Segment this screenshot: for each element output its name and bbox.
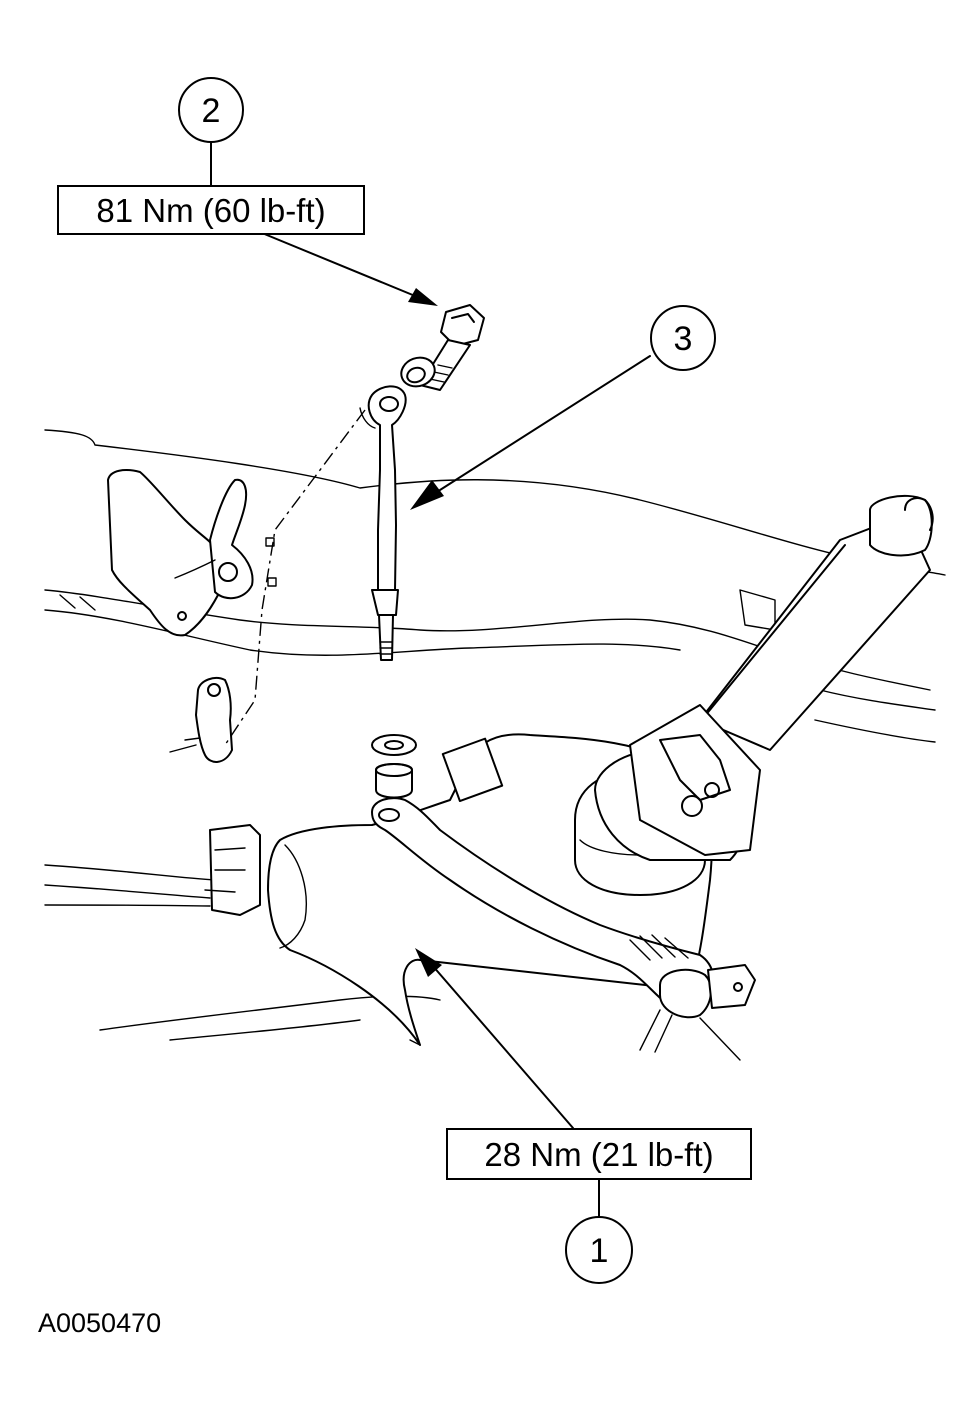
leader-lines <box>210 139 651 1218</box>
torque-box-lower: 28 Nm (21 lb-ft) <box>446 1128 752 1180</box>
arrowhead-lower <box>415 948 442 977</box>
torque-box-upper: 81 Nm (60 lb-ft) <box>57 185 365 235</box>
callout-2-label: 2 <box>202 92 221 130</box>
upper-washer <box>400 356 436 388</box>
callout-2: 2 <box>178 77 244 143</box>
callout-1: 1 <box>565 1216 633 1284</box>
callout-3-label: 3 <box>674 320 693 358</box>
figure-reference: A0050470 <box>38 1308 161 1338</box>
lower-crossmember <box>44 864 441 1046</box>
torque-spec-lower: 28 Nm (21 lb-ft) <box>484 1136 713 1173</box>
stabilizer-link <box>359 385 407 661</box>
arrowhead-upper <box>408 288 438 306</box>
stabilizer-bar <box>371 797 756 1061</box>
shock-absorber <box>574 494 934 896</box>
frame-bracket <box>107 469 254 637</box>
callout-1-label: 1 <box>590 1232 609 1270</box>
assembly-centerline <box>224 409 366 746</box>
crossmember-bracket <box>204 824 261 916</box>
arrowhead-link <box>410 480 444 510</box>
link-clamp <box>169 677 233 763</box>
torque-spec-upper: 81 Nm (60 lb-ft) <box>96 192 325 229</box>
callout-3: 3 <box>650 305 716 371</box>
